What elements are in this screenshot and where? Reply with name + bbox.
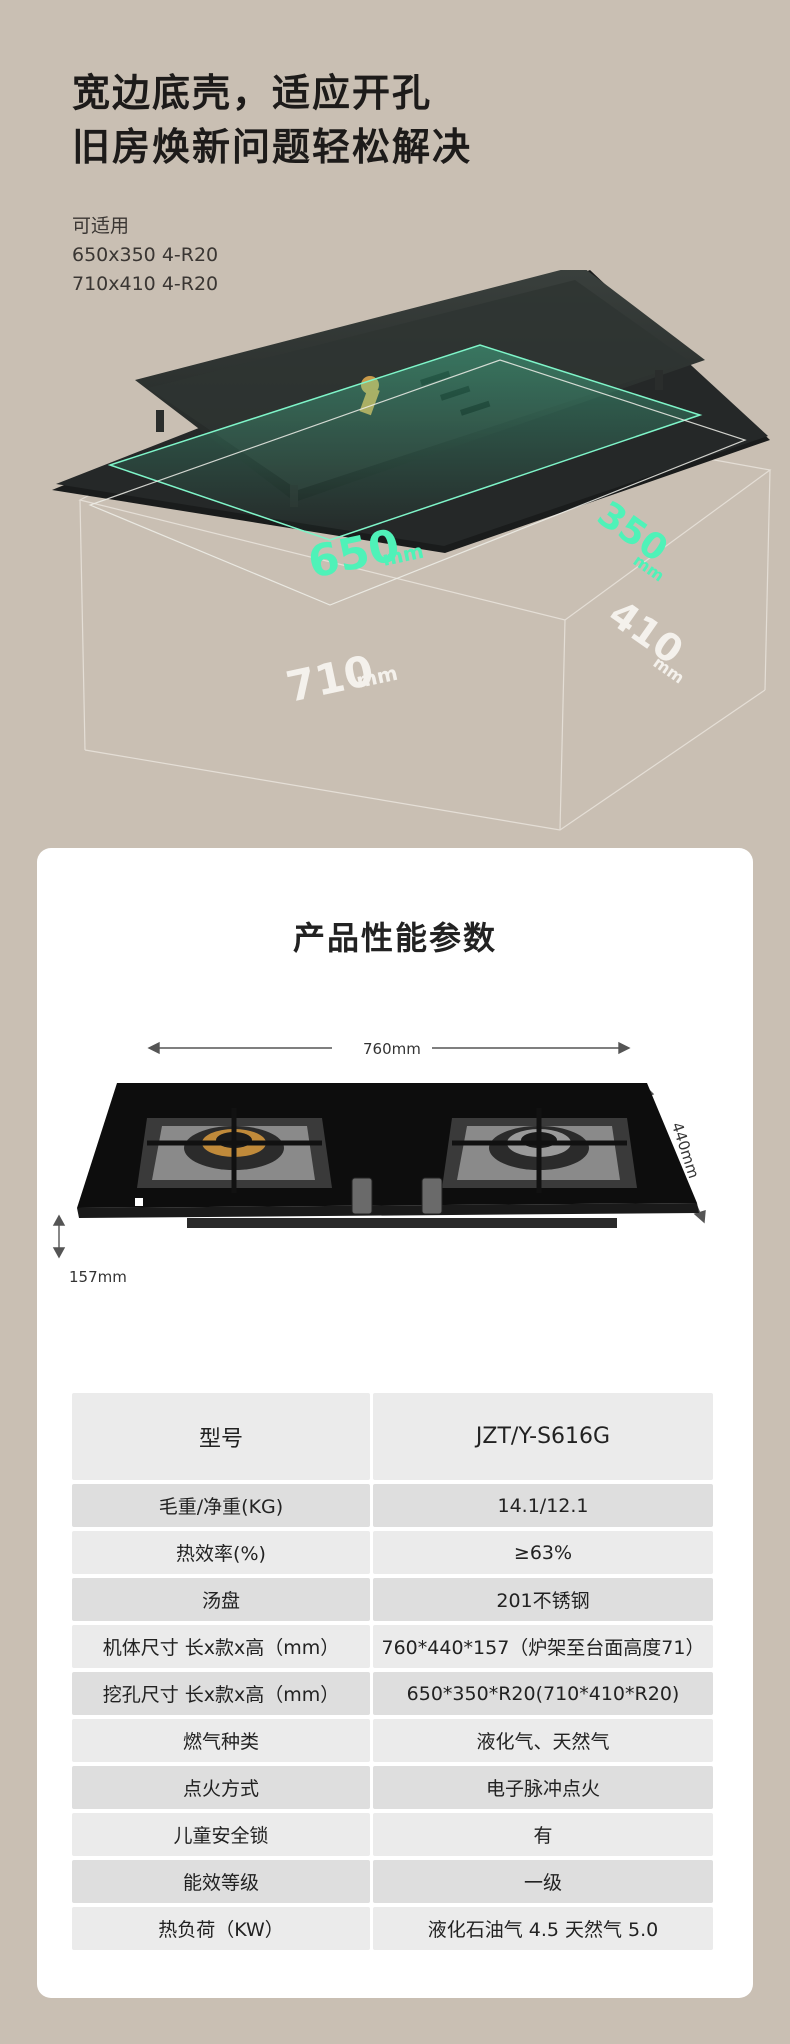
table-row: 能效等级 一级 [72, 1860, 713, 1903]
headline: 宽边底壳，适应开孔 旧房焕新问题轻松解决 [72, 66, 472, 174]
spec-value: 一级 [373, 1860, 713, 1903]
spec-label: 热效率(%) [72, 1531, 370, 1574]
spec-label: 儿童安全锁 [72, 1813, 370, 1856]
hero-section: 宽边底壳，适应开孔 旧房焕新问题轻松解决 可适用 650x350 4-R20 7… [0, 0, 790, 850]
spec-card: 产品性能参数 760mm 440mm 157mm [37, 848, 753, 1998]
table-row: 热效率(%) ≥63% [72, 1531, 713, 1574]
spec-value: 液化气、天然气 [373, 1719, 713, 1762]
card-title: 产品性能参数 [292, 919, 497, 957]
spec-label: 燃气种类 [72, 1719, 370, 1762]
spec-header-label: 型号 [72, 1393, 370, 1480]
spec-label: 能效等级 [72, 1860, 370, 1903]
spec-header-row: 型号 JZT/Y-S616G [72, 1393, 713, 1480]
spec-value: 14.1/12.1 [373, 1484, 713, 1527]
spec-value: 201不锈钢 [373, 1578, 713, 1621]
cutout-inner-outline [107, 344, 703, 541]
spec-header-value: JZT/Y-S616G [373, 1393, 713, 1480]
dim-height-label: 157mm [69, 1268, 127, 1286]
spec-label: 毛重/净重(KG) [72, 1484, 370, 1527]
spec-value: 电子脉冲点火 [373, 1766, 713, 1809]
brand-logo-icon [135, 1198, 143, 1206]
headline-line-1: 宽边底壳，适应开孔 [72, 71, 433, 115]
table-row: 儿童安全锁 有 [72, 1813, 713, 1856]
table-row: 机体尺寸 长x款x高（mm） 760*440*157（炉架至台面高度71） [72, 1625, 713, 1668]
spec-label: 机体尺寸 长x款x高（mm） [72, 1625, 370, 1668]
table-row: 点火方式 电子脉冲点火 [72, 1766, 713, 1809]
spec-value: 液化石油气 4.5 天然气 5.0 [373, 1907, 713, 1950]
dim-width-label: 760mm [363, 1040, 421, 1058]
table-row: 热负荷（KW） 液化石油气 4.5 天然气 5.0 [72, 1907, 713, 1950]
table-row: 毛重/净重(KG) 14.1/12.1 [72, 1484, 713, 1527]
cooktop-product-illustration [52, 1041, 706, 1259]
spec-label: 汤盘 [72, 1578, 370, 1621]
table-row: 汤盘 201不锈钢 [72, 1578, 713, 1621]
cooktop-bottom-illustration: 650 mm 350 mm 710 mm 410 mm [52, 270, 772, 831]
spec-value: ≥63% [373, 1531, 713, 1574]
cutout-outer-outline [88, 359, 747, 606]
spec-value: 650*350*R20(710*410*R20) [373, 1672, 713, 1715]
control-knobs [351, 1177, 443, 1215]
spec-label: 点火方式 [72, 1766, 370, 1809]
left-burner [137, 1108, 332, 1193]
spec-value: 760*440*157（炉架至台面高度71） [373, 1625, 713, 1668]
right-burner [442, 1108, 637, 1193]
spec-label: 挖孔尺寸 长x款x高（mm） [72, 1672, 370, 1715]
applicable-sizes: 可适用 650x350 4-R20 710x410 4-R20 [72, 212, 218, 299]
dim-350-value: 350 [590, 494, 675, 571]
spec-table: 型号 JZT/Y-S616G 毛重/净重(KG) 14.1/12.1 热效率(%… [72, 1393, 713, 1954]
dim-410-value: 410 [601, 591, 691, 673]
spec-label: 热负荷（KW） [72, 1907, 370, 1950]
spec-value: 有 [373, 1813, 713, 1856]
applicable-label: 可适用 [72, 215, 130, 237]
applicable-size-2: 710x410 4-R20 [72, 273, 219, 295]
table-row: 燃气种类 液化气、天然气 [72, 1719, 713, 1762]
table-row: 挖孔尺寸 长x款x高（mm） 650*350*R20(710*410*R20) [72, 1672, 713, 1715]
applicable-size-1: 650x350 4-R20 [72, 244, 219, 266]
headline-line-2: 旧房焕新问题轻松解决 [72, 125, 473, 169]
